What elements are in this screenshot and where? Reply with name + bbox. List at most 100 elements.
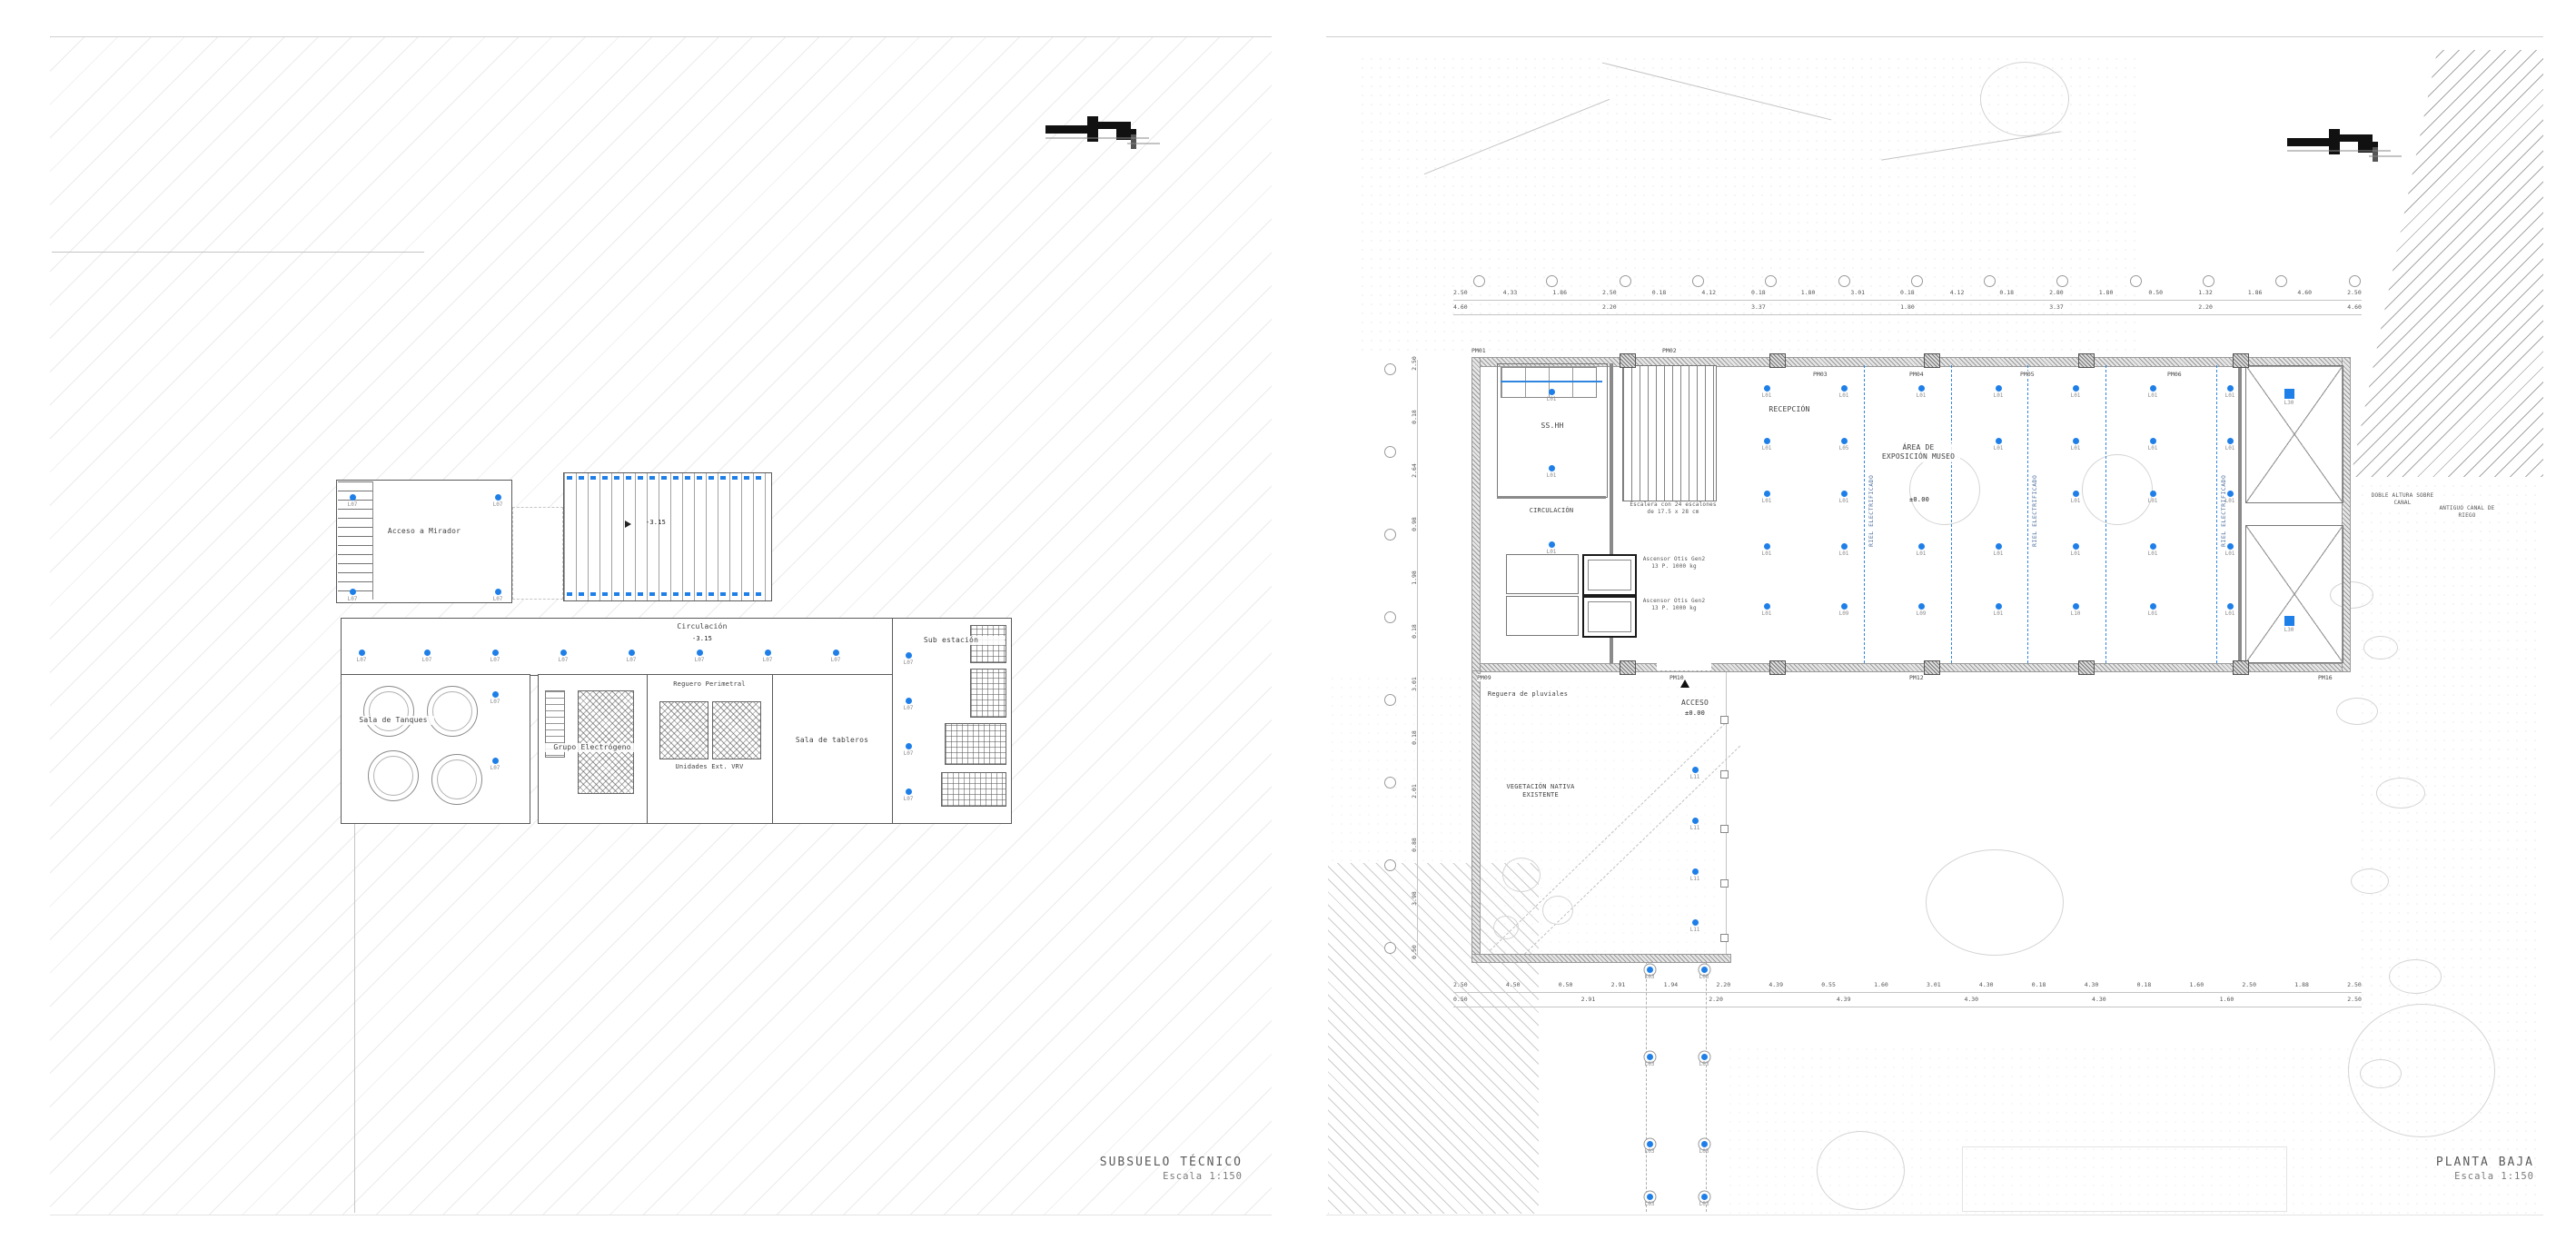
light-dot-icon — [1646, 1054, 1653, 1060]
dim-value: 1.88 — [2294, 981, 2309, 988]
light-dot-icon — [2072, 543, 2079, 550]
light-dot-icon — [2149, 491, 2156, 497]
wall — [1471, 670, 1481, 961]
room-label-recepcion: RECEPCIÓN — [1746, 405, 1833, 415]
room-sala-tableros — [772, 674, 894, 824]
light-dot-icon — [764, 650, 771, 656]
light-fixture: L11 — [1685, 919, 1705, 933]
boundary-line — [52, 252, 424, 253]
stone — [2336, 698, 2378, 725]
light-square-icon — [2284, 616, 2294, 626]
dim-value: 4.60 — [2347, 303, 2362, 311]
light-fixture: L07 — [485, 758, 505, 771]
light-fixture: L03 — [1640, 1194, 1660, 1207]
light-dot-icon — [1691, 868, 1699, 875]
tree-canopy — [1502, 858, 1541, 892]
light-label: L09 — [1916, 610, 1927, 617]
grid-pier-label: PM03 — [1813, 371, 1828, 378]
dim-value: 2.50 — [1453, 289, 1468, 296]
light-fixture: L07 — [553, 650, 573, 663]
light-fixture: L30 — [2279, 389, 2299, 406]
light-dot-icon — [1763, 491, 1770, 497]
light-label: L11 — [1689, 876, 1700, 882]
grid-bubble — [1384, 529, 1396, 541]
dim-value: 1.60 — [1874, 981, 1888, 988]
dim-value: 4.12 — [1949, 289, 1965, 296]
light-fixture: L01 — [2220, 438, 2240, 451]
light-label: L05 — [1838, 445, 1849, 451]
light-dot-icon — [1691, 919, 1699, 926]
water-tank — [427, 686, 478, 737]
level-marker: -3.15 — [691, 635, 713, 642]
pier — [1769, 660, 1786, 675]
light-label: L01 — [1546, 472, 1557, 479]
stair-run — [338, 481, 373, 600]
grid-bubble — [1384, 694, 1396, 706]
light-dot-icon — [358, 650, 365, 656]
dim-value: 2.50 — [2347, 981, 2362, 988]
light-label: L03 — [1699, 1148, 1709, 1155]
grid-bubble — [1910, 275, 1923, 287]
light-dot-icon — [832, 650, 839, 656]
pier — [1924, 353, 1940, 368]
dim-value: 0.50 — [1453, 996, 1468, 1003]
electrical-equipment — [945, 723, 1006, 765]
sheet-title-block: PLANTA BAJA Escala 1:150 — [2305, 1156, 2534, 1182]
light-dot-icon — [2226, 543, 2234, 550]
light-label: L01 — [2224, 551, 2235, 557]
light-fixture: L09 — [1911, 603, 1931, 617]
court-edge — [1726, 670, 1727, 956]
light-square-icon — [2284, 389, 2294, 399]
level-arrow-icon — [625, 521, 631, 528]
grid-bubble — [1691, 275, 1704, 287]
light-dot-icon — [2072, 491, 2079, 497]
light-label: L30 — [2284, 400, 2294, 406]
light-label: L01 — [1993, 445, 2004, 451]
dim-line — [1453, 300, 2362, 301]
light-label: L07 — [347, 501, 358, 508]
light-dot-icon — [1840, 603, 1848, 610]
grid-pier-label: PM02 — [1662, 347, 1677, 354]
light-dot-icon — [1700, 1194, 1708, 1200]
light-dot-icon — [1763, 438, 1770, 444]
light-dot-icon — [2072, 438, 2079, 444]
dim-value: 0.18 — [1651, 289, 1667, 296]
grid-bubble — [1838, 275, 1850, 287]
pier — [2078, 660, 2095, 675]
light-label: L01 — [1838, 551, 1849, 557]
inner-wall — [1497, 496, 1606, 499]
dim-value: 2.20 — [1716, 981, 1731, 988]
light-label: L01 — [2224, 392, 2235, 399]
grid-pier-label: PM05 — [2020, 371, 2035, 378]
light-fixture: L01 — [1911, 543, 1931, 557]
light-dot-icon — [2226, 603, 2234, 610]
dim-value: 2.50 — [2347, 996, 2362, 1003]
dim-value: 4.60 — [1453, 303, 1468, 311]
light-dot-icon — [1995, 603, 2002, 610]
light-fixture: L01 — [1541, 541, 1561, 555]
battery-rack — [545, 690, 565, 758]
access-arrow-icon — [1680, 680, 1689, 688]
riel-electrificado-label: RIEL ELECTRIFICADO — [1868, 411, 1875, 547]
light-label: L01 — [1838, 498, 1849, 504]
sheet-title: PLANTA BAJA — [2435, 1156, 2534, 1169]
light-label: L07 — [694, 657, 705, 663]
dim-value: 2.20 — [1709, 996, 1723, 1003]
riel-electrificado-line — [1951, 365, 1953, 663]
light-dot-icon — [1763, 603, 1770, 610]
electrical-equipment — [970, 669, 1006, 718]
room-label-circulacion: CIRCULACIÓN — [1499, 507, 1604, 516]
light-fixture: L01 — [2143, 603, 2163, 617]
light-fixture: L03 — [1640, 967, 1660, 980]
light-label: L03 — [1699, 974, 1709, 980]
door-opening — [1657, 663, 1711, 670]
north-arrow-icon — [1040, 102, 1176, 178]
light-label: L07 — [830, 657, 841, 663]
elevator — [1582, 596, 1637, 638]
grid-bubble — [1384, 611, 1396, 623]
dim-value: 2.50 — [2242, 981, 2257, 988]
grid-pier-label: PM09 — [1477, 674, 1491, 681]
light-fixture: L03 — [1694, 1141, 1714, 1155]
note-escalera: Escalera con 24 escalones de 17.5 x 28 c… — [1624, 501, 1722, 515]
